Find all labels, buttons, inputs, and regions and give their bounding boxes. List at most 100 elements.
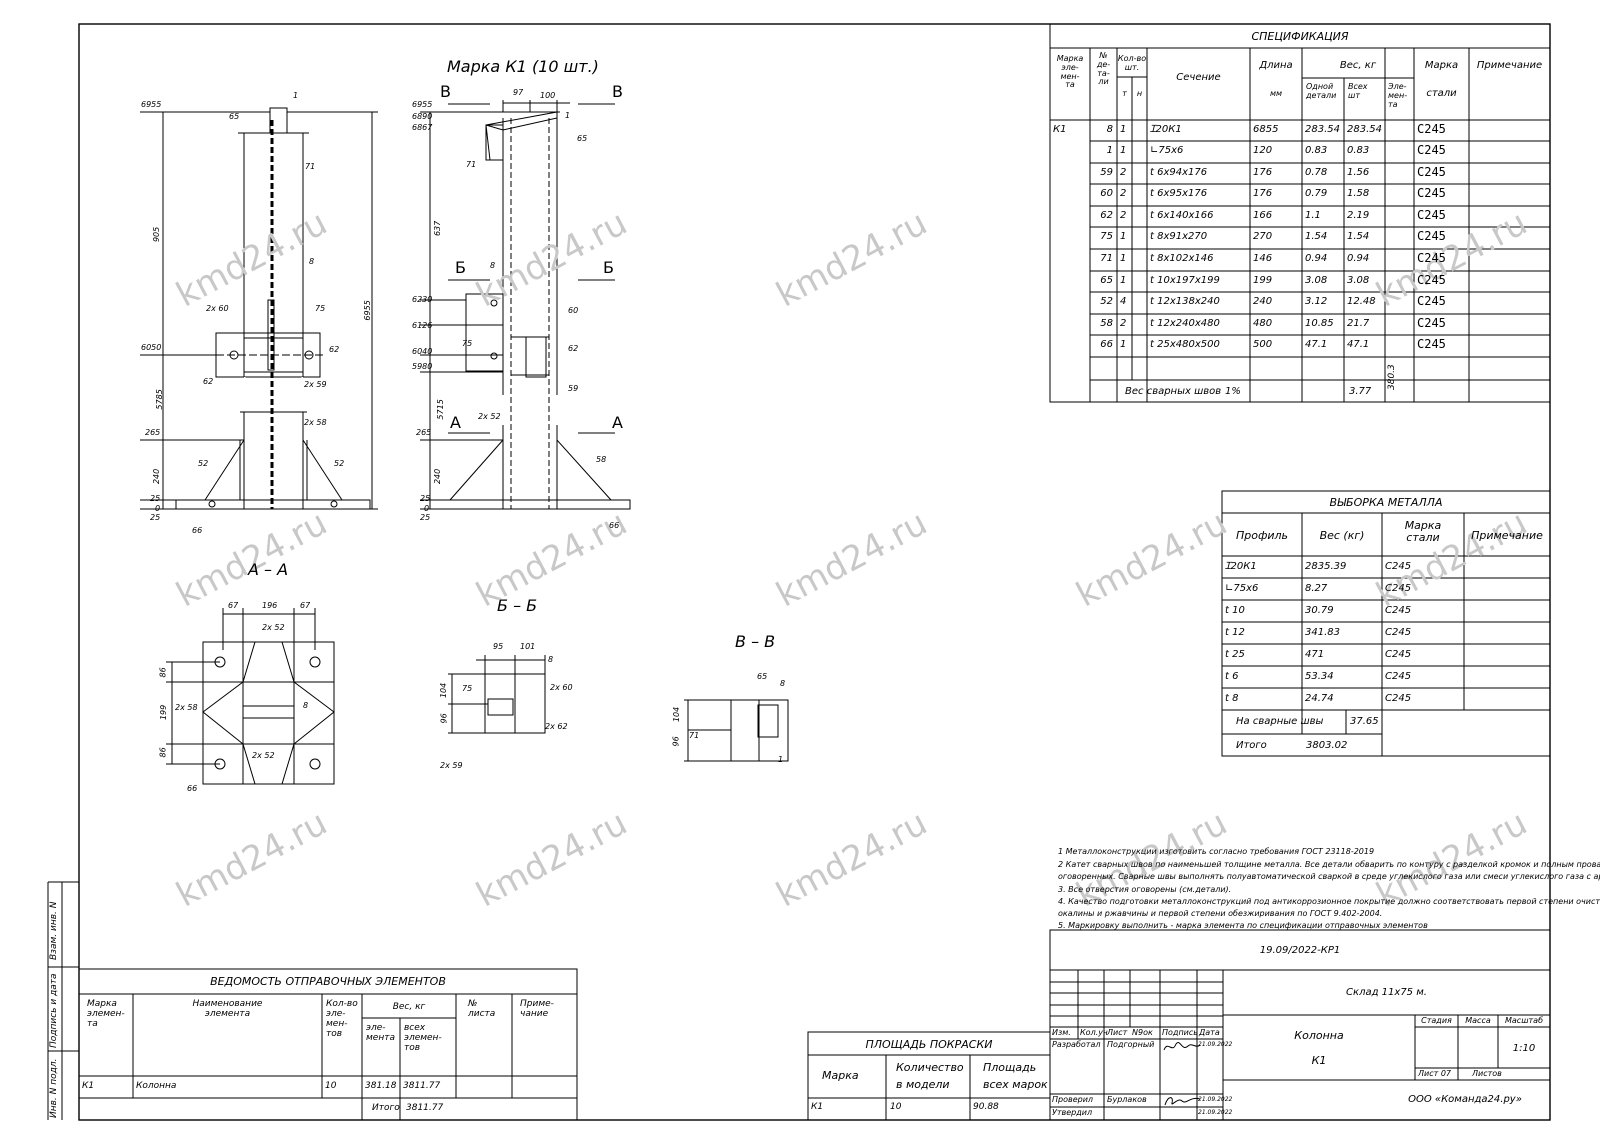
part-label: 62 (568, 344, 579, 353)
metal-cell-w: 53.34 (1305, 671, 1334, 682)
dim-label: 6890 (412, 112, 433, 121)
cut-mark: А (450, 413, 461, 432)
metal-weld-label: На сварные швы (1236, 716, 1324, 727)
stamp-sheet: Лист 07 (1418, 1069, 1451, 1078)
dim-label: 86 (158, 747, 168, 758)
spec-cell-num: 59 (1100, 167, 1113, 178)
metal-cell-w: 24.74 (1305, 693, 1334, 704)
spec-cell-len: 500 (1253, 339, 1273, 350)
part-label: 75 (462, 339, 473, 348)
metal-header-note: Примечание (1471, 529, 1543, 542)
spec-cell-num: 71 (1100, 253, 1113, 264)
part-label: 2х 62 (545, 722, 568, 731)
metal-title: ВЫБОРКА МЕТАЛЛА (1329, 496, 1443, 509)
stamp-chk-date: 21.09.2022 (1198, 1096, 1233, 1103)
ship-one: 381.18 (365, 1081, 397, 1091)
section-vv-title: В – В (735, 632, 776, 651)
spec-header-length: Длина (1259, 60, 1293, 71)
spec-cell-sec: t 12х240х480 (1150, 318, 1220, 329)
part-label: 52 (198, 459, 209, 468)
spec-cell-all: 12.48 (1347, 296, 1376, 307)
spec-header-section: Сечение (1176, 72, 1221, 83)
spec-cell-steel: С245 (1417, 208, 1446, 222)
spec-cell-steel: С245 (1417, 294, 1446, 308)
part-label: 2х 52 (262, 623, 285, 632)
metal-cell-w: 471 (1305, 649, 1325, 660)
spec-cell-qty: 4 (1120, 296, 1127, 307)
dim-label: 25 (150, 494, 161, 503)
part-label: 60 (568, 306, 579, 315)
spec-cell-one: 1.1 (1305, 210, 1321, 221)
spec-cell-one: 1.54 (1305, 231, 1328, 242)
cut-mark: В (440, 82, 451, 101)
front-view (140, 107, 378, 510)
dim-label: 6230 (412, 295, 433, 304)
spec-header-mark: Марка эле- мен- та (1056, 54, 1084, 90)
spec-cell-all: 2.19 (1347, 210, 1370, 221)
spec-cell-num: 62 (1100, 210, 1113, 221)
spec-cell-num: 65 (1100, 275, 1113, 286)
part-label: 66 (187, 784, 198, 793)
signature-chk (1164, 1097, 1201, 1106)
note-line: 2 Катет сварных швов по наименьшей толщи… (1058, 860, 1600, 869)
spec-cell-len: 240 (1253, 296, 1273, 307)
spec-cell-steel: С245 (1417, 122, 1446, 136)
section-bb-title: Б – Б (497, 596, 538, 615)
part-label: 71 (466, 160, 477, 169)
dim-label: 104 (672, 706, 682, 723)
spec-cell-len: 166 (1253, 210, 1273, 221)
spec-cell-one: 10.85 (1305, 318, 1334, 329)
signature-dev (1163, 1042, 1201, 1051)
spec-header-qty-t: т (1122, 89, 1127, 98)
ship-total-label: Итого (372, 1103, 400, 1113)
metal-cell-w: 2835.39 (1305, 561, 1347, 572)
paint-mark: К1 (811, 1102, 824, 1112)
part-label: 2х 52 (478, 412, 501, 421)
section-aa-title: А – А (248, 560, 289, 579)
part-label: 2х 58 (175, 703, 198, 712)
section-vv (684, 699, 789, 762)
spec-header-length-unit: мм (1269, 89, 1283, 98)
spec-cell-num: 1 (1106, 145, 1113, 156)
stamp-h-podp: Подпись (1162, 1028, 1198, 1037)
stamp-sheets: Листов (1472, 1069, 1502, 1078)
dim-label: 5980 (412, 362, 433, 371)
dim-label: 905 (152, 226, 162, 243)
stamp-h-date: Дата (1199, 1028, 1220, 1037)
paint-qty: 10 (890, 1102, 902, 1112)
stamp-h-stage: Стадия (1421, 1016, 1452, 1025)
section-aa (166, 608, 335, 785)
spec-mark: К1 (1053, 124, 1067, 135)
ship-h-note: Приме- чание (520, 999, 554, 1019)
side-view (420, 100, 631, 510)
spec-cell-qty: 1 (1120, 275, 1127, 286)
metal-cell-p: t 12 (1225, 627, 1245, 638)
dim-label: 265 (145, 428, 161, 437)
ship-h-name: Наименование элемента (192, 999, 263, 1019)
dim-label: 104 (439, 682, 449, 699)
spec-cell-len: 120 (1253, 145, 1273, 156)
stamp-dev-role: Разработал (1052, 1040, 1101, 1049)
drawing-title: Марка К1 (10 шт.) (447, 57, 599, 76)
spec-title: СПЕЦИФИКАЦИЯ (1251, 30, 1349, 43)
part-label: 58 (596, 455, 607, 464)
ship-h-qty: Кол-во эле- мен- тов (326, 999, 358, 1039)
spec-cell-steel: С245 (1417, 316, 1446, 330)
spec-cell-all: 283.54 (1347, 124, 1382, 135)
spec-cell-qty: 1 (1120, 231, 1127, 242)
side-inv: Инв. N подл. (49, 1058, 59, 1118)
stamp-h-scale: Масштаб (1504, 1016, 1544, 1025)
metal-cell-p: ∟75х6 (1225, 583, 1259, 594)
stamp-apr-role: Утвердил (1052, 1108, 1093, 1117)
note-line: 3. Все отверстия оговорены (см.детали). (1058, 885, 1232, 894)
spec-cell-sec: t 25х480х500 (1150, 339, 1220, 350)
part-label: 65 (577, 134, 588, 143)
cut-mark: А (612, 413, 623, 432)
part-label: 2х 58 (304, 418, 327, 427)
stamp-name1: Колонна (1294, 1029, 1344, 1042)
spec-cell-one: 0.79 (1305, 188, 1328, 199)
part-label: 8 (490, 261, 496, 270)
spec-cell-one: 3.08 (1305, 275, 1328, 286)
